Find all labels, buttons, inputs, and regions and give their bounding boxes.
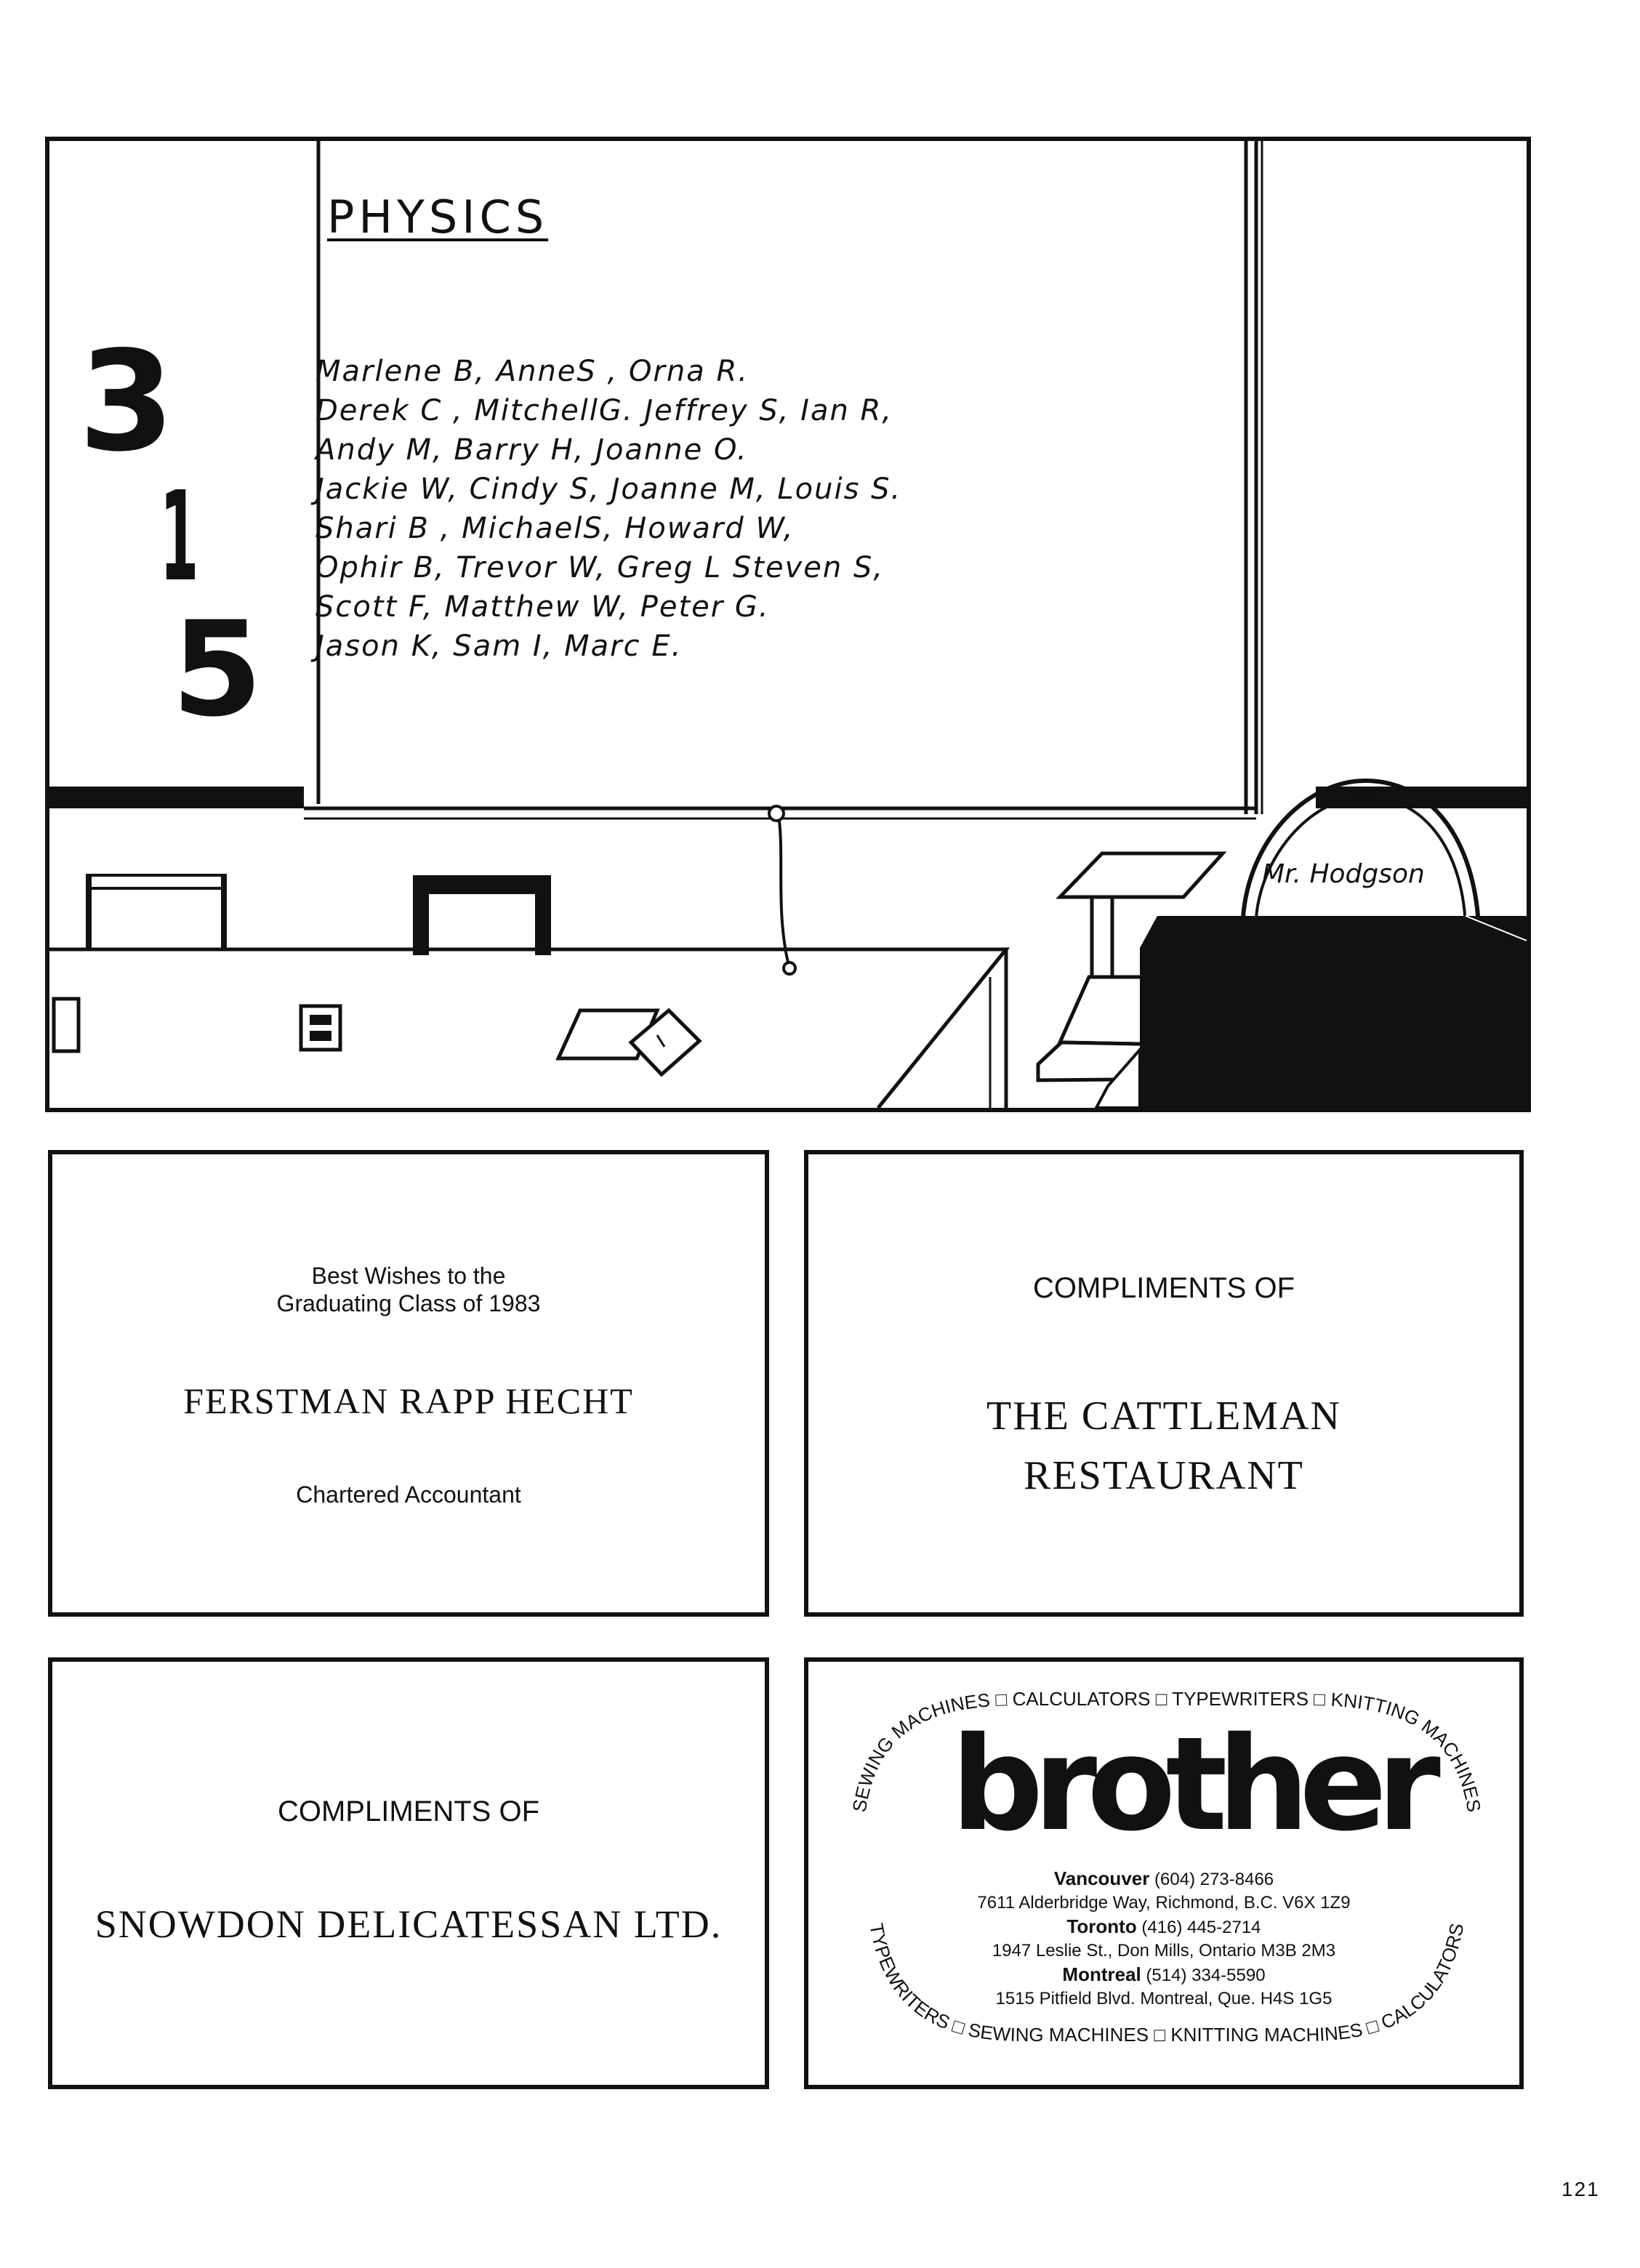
- brother-logo: brother: [951, 1709, 1441, 1859]
- office-vancouver: Vancouver (604) 273-8466: [808, 1867, 1519, 1891]
- names-line: Jason K, Sam I, Marc E.: [315, 630, 683, 663]
- names-line: Ophir B, Trevor W, Greg L Steven S,: [315, 551, 885, 584]
- greeting-line: Graduating Class of 1983: [276, 1290, 541, 1316]
- ad-greeting: Best Wishes to the Graduating Class of 1…: [52, 1262, 765, 1317]
- ad-brother: SEWING MACHINES □ CALCULATORS □ TYPEWRIT…: [804, 1657, 1524, 2089]
- ad-ferstman-rapp-hecht: Best Wishes to the Graduating Class of 1…: [48, 1150, 769, 1617]
- brother-offices: Vancouver (604) 273-8466 7611 Alderbridg…: [808, 1867, 1519, 2011]
- office-address: 7611 Alderbridge Way, Richmond, B.C. V6X…: [977, 1893, 1351, 1913]
- firm-name: FERSTMAN RAPP HECHT: [183, 1380, 634, 1421]
- names-line: Shari B , MichaelS, Howard W,: [315, 512, 795, 545]
- compliments-heading: COMPLIMENTS OF: [1032, 1272, 1295, 1304]
- greeting-line: Best Wishes to the: [311, 1263, 506, 1289]
- classroom-drawing: [49, 141, 1527, 1108]
- names-line: Marlene B, AnneS , Orna R.: [315, 355, 749, 388]
- room-number-digit: 1: [160, 465, 199, 609]
- page-number: 121: [1561, 2178, 1600, 2200]
- firm-role: Chartered Accountant: [296, 1481, 521, 1508]
- office-toronto: Toronto (416) 445-2714: [808, 1915, 1519, 1939]
- brother-product-ring: SEWING MACHINES □ CALCULATORS □ TYPEWRIT…: [848, 1688, 1485, 2046]
- names-line: Andy M, Barry H, Joanne O.: [315, 433, 748, 467]
- student-names-list: Marlene B, AnneS , Orna R. Derek C , Mit…: [315, 352, 901, 666]
- office-phone: (514) 334-5590: [1146, 1966, 1266, 1985]
- office-city: Vancouver: [1053, 1867, 1150, 1889]
- office-city: Toronto: [1066, 1915, 1137, 1937]
- office-montreal: Montreal (514) 334-5590: [808, 1963, 1519, 1987]
- restaurant-name-line: RESTAURANT: [1024, 1453, 1304, 1498]
- teacher-chair-label: Mr. Hodgson: [1262, 859, 1425, 889]
- ad-cattleman-restaurant: COMPLIMENTS OF THE CATTLEMAN RESTAURANT: [804, 1150, 1524, 1617]
- compliments-heading: COMPLIMENTS OF: [277, 1796, 540, 1827]
- office-phone: (416) 445-2714: [1141, 1918, 1261, 1937]
- office-phone: (604) 273-8466: [1154, 1870, 1274, 1889]
- ad-snowdon-delicatessan: COMPLIMENTS OF SNOWDON DELICATESSAN LTD.: [48, 1657, 769, 2089]
- restaurant-name-line: THE CATTLEMAN: [986, 1394, 1341, 1439]
- office-address: 1947 Leslie St., Don Mills, Ontario M3B …: [992, 1941, 1336, 1961]
- room-number-digit: 3: [79, 321, 175, 482]
- office-city: Montreal: [1062, 1963, 1141, 1985]
- business-name: SNOWDON DELICATESSAN LTD.: [95, 1902, 723, 1946]
- names-line: Scott F, Matthew W, Peter G.: [315, 590, 770, 624]
- names-line: Jackie W, Cindy S, Joanne M, Louis S.: [315, 472, 902, 506]
- classroom-illustration: PHYSICS Marlene B, AnneS , Orna R. Derek…: [45, 137, 1531, 1112]
- room-number-digit: 5: [172, 594, 263, 746]
- board-title: PHYSICS: [327, 190, 549, 244]
- names-line: Derek C , MitchellG. Jeffrey S, Ian R,: [315, 394, 893, 427]
- office-address: 1515 Pitfield Blvd. Montreal, Que. H4S 1…: [995, 1989, 1332, 2008]
